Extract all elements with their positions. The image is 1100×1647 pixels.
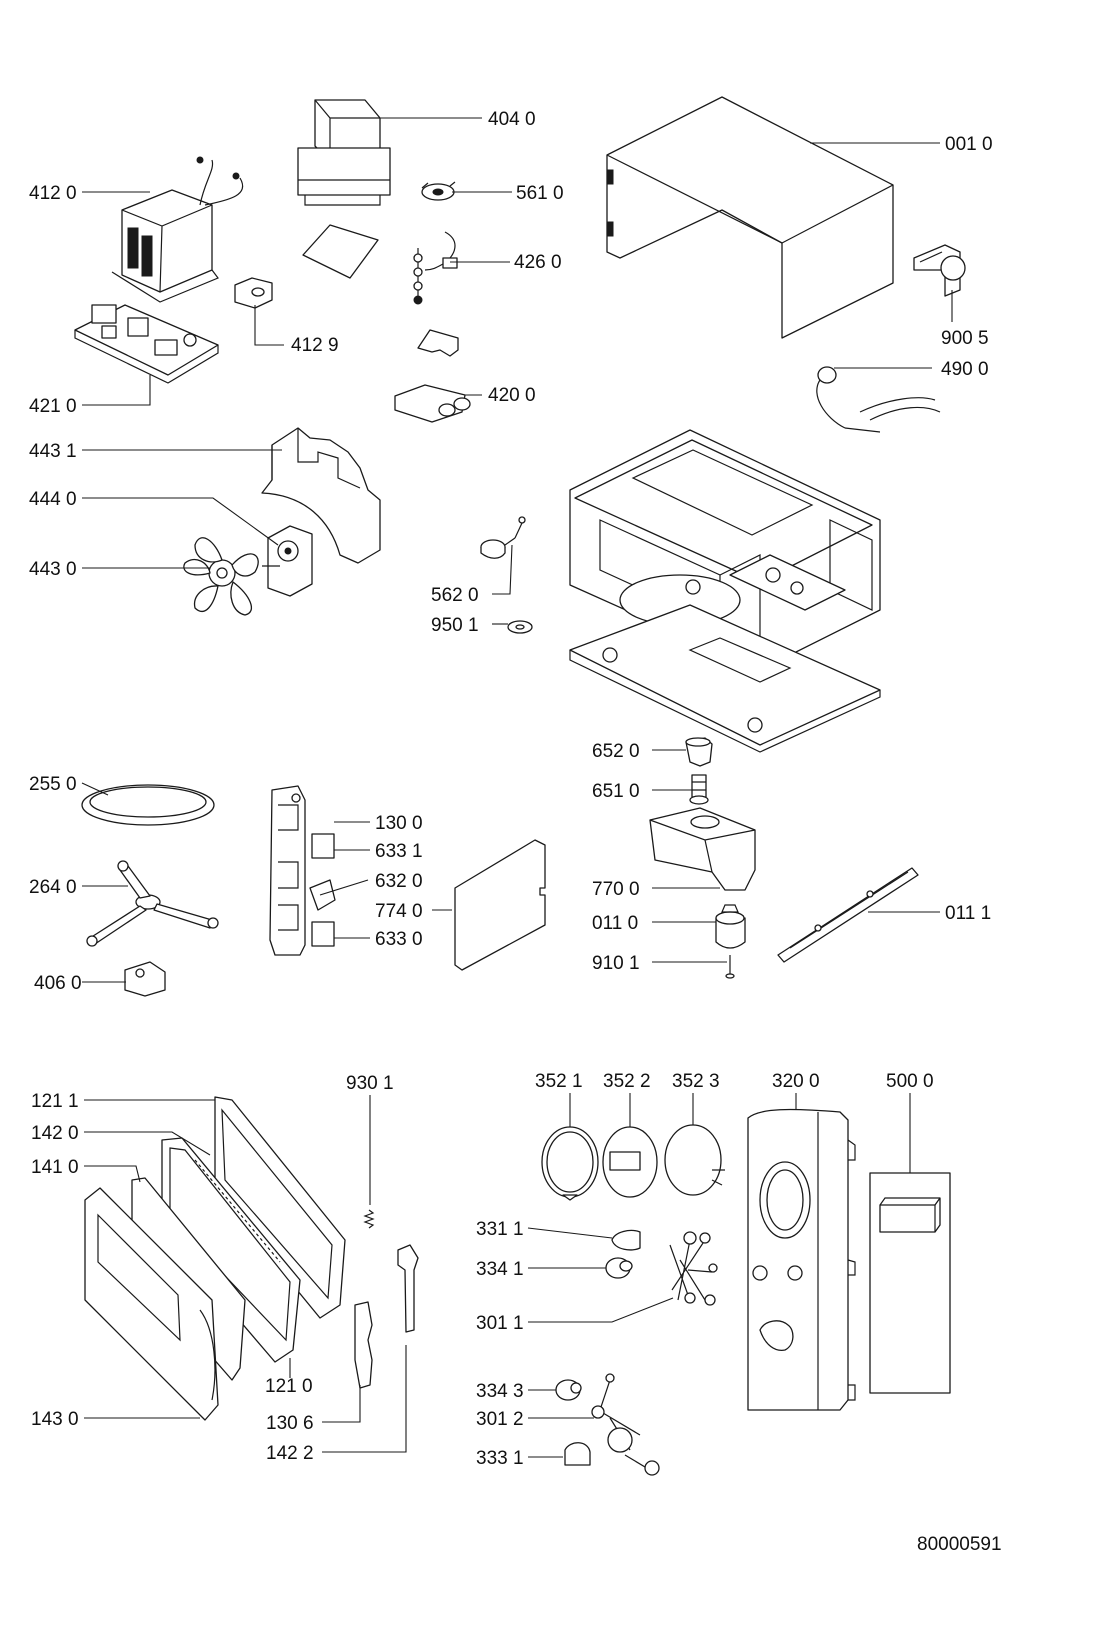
switch-assembly-130-0 <box>269 785 336 956</box>
label-561-0: 561 0 <box>516 183 564 204</box>
label-333-1: 333 1 <box>476 1448 524 1469</box>
label-404-0: 404 0 <box>488 109 536 130</box>
label-910-1: 910 1 <box>592 953 640 974</box>
hv-transformer-404-0 <box>297 99 391 279</box>
label-950-1: 950 1 <box>431 615 479 636</box>
rail-011-1 <box>777 867 919 963</box>
label-352-2: 352 2 <box>603 1071 651 1092</box>
motor-housing-770-0 <box>649 807 756 891</box>
label-651-0: 651 0 <box>592 781 640 802</box>
document-number: 80000591 <box>917 1534 1002 1555</box>
spring-930-1 <box>363 1209 375 1229</box>
label-500-0: 500 0 <box>886 1071 934 1092</box>
label-141-0: 141 0 <box>31 1157 79 1178</box>
lamp-490-0 <box>816 366 941 433</box>
label-352-3: 352 3 <box>672 1071 720 1092</box>
knob-334-3 <box>555 1379 582 1401</box>
part-labels: 404 0 001 0 412 0 561 0 426 0 900 5 412 … <box>29 109 993 1469</box>
label-444-0: 444 0 <box>29 489 77 510</box>
knob-333-1 <box>564 1442 591 1466</box>
cap-412-9 <box>234 277 273 309</box>
diode-426-0 <box>413 231 458 305</box>
control-panel-320-0 <box>747 1108 856 1411</box>
label-320-0: 320 0 <box>772 1071 820 1092</box>
label-001-0: 001 0 <box>945 134 993 155</box>
label-011-1: 011 1 <box>945 903 991 924</box>
label-301-2: 301 2 <box>476 1409 524 1430</box>
label-774-0: 774 0 <box>375 901 423 922</box>
label-142-0: 142 0 <box>31 1123 79 1144</box>
turntable-motor-011-0 <box>715 904 746 949</box>
label-443-1: 443 1 <box>29 441 77 462</box>
label-011-0: 011 0 <box>592 913 638 934</box>
label-652-0: 652 0 <box>592 741 640 762</box>
screw-910-1 <box>725 955 735 979</box>
label-255-0: 255 0 <box>29 774 77 795</box>
door-front-143-0 <box>84 1187 219 1421</box>
label-130-6: 130 6 <box>266 1413 314 1434</box>
label-301-1: 301 1 <box>476 1313 524 1334</box>
label-121-1: 121 1 <box>31 1091 79 1112</box>
thermostat-562-0 <box>480 516 526 559</box>
label-143-0: 143 0 <box>31 1409 79 1430</box>
label-562-0: 562 0 <box>431 585 479 606</box>
label-130-0: 130 0 <box>375 813 423 834</box>
dial-plate-352-3 <box>664 1124 725 1196</box>
motor-406-0 <box>124 961 166 997</box>
knob-334-1 <box>605 1257 633 1279</box>
label-421-0: 421 0 <box>29 396 77 417</box>
air-guide-443-1 <box>261 427 381 564</box>
turntable-ring-255-0 <box>81 784 215 826</box>
timer-mechanism-301-1 <box>669 1231 718 1306</box>
label-334-1: 334 1 <box>476 1259 524 1280</box>
label-334-3: 334 3 <box>476 1381 524 1402</box>
bracket-clip <box>417 329 459 357</box>
shaft-651-0 <box>689 774 709 805</box>
transformer-412-0 <box>111 156 244 303</box>
roller-support-264-0 <box>86 860 219 947</box>
label-264-0: 264 0 <box>29 877 77 898</box>
label-633-0: 633 0 <box>375 929 423 950</box>
label-331-1: 331 1 <box>476 1219 524 1240</box>
label-490-0: 490 0 <box>941 359 989 380</box>
label-443-0: 443 0 <box>29 559 77 580</box>
label-121-0: 121 0 <box>265 1376 313 1397</box>
label-420-0: 420 0 <box>488 385 536 406</box>
washer-950-1 <box>507 620 533 634</box>
label-142-2: 142 2 <box>266 1443 314 1464</box>
coupler-652-0 <box>685 737 713 767</box>
label-412-9: 412 9 <box>291 335 339 356</box>
fan-motor-444-0 <box>262 525 313 597</box>
label-632-0: 632 0 <box>375 871 423 892</box>
dial-plate-352-2 <box>602 1126 658 1198</box>
label-412-0: 412 0 <box>29 183 77 204</box>
label-930-1: 930 1 <box>346 1073 394 1094</box>
label-770-0: 770 0 <box>592 879 640 900</box>
capacitor-420-0 <box>394 384 471 423</box>
thermal-fuse-561-0 <box>421 181 456 201</box>
circuit-board-421-0 <box>74 304 219 384</box>
label-406-0: 406 0 <box>34 973 82 994</box>
outer-case-001-0 <box>606 96 894 339</box>
oven-cavity <box>569 429 881 753</box>
latch-lever-130-6 <box>354 1301 373 1389</box>
leader-lines <box>81 117 953 1458</box>
panel-sheet-500-0 <box>869 1172 951 1394</box>
label-352-1: 352 1 <box>535 1071 583 1092</box>
fan-blade-443-0 <box>183 537 259 616</box>
mica-plate-774-0 <box>454 839 546 971</box>
latch-hook-142-2 <box>397 1244 419 1333</box>
knob-331-1 <box>611 1229 641 1251</box>
label-633-1: 633 1 <box>375 841 423 862</box>
label-426-0: 426 0 <box>514 252 562 273</box>
bracket-900-5 <box>913 244 966 297</box>
dial-plate-352-1 <box>541 1126 599 1201</box>
timer-lever-301-2 <box>591 1373 660 1476</box>
label-900-5: 900 5 <box>941 328 989 349</box>
